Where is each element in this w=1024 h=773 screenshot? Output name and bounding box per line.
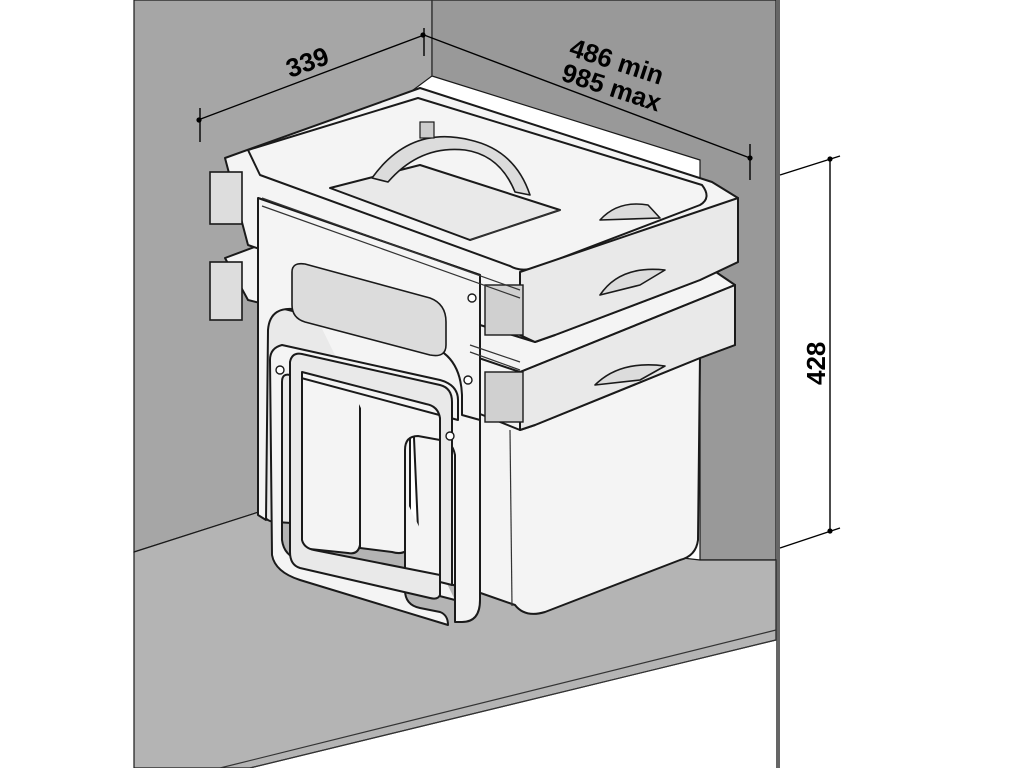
frame-screw-2 (463, 375, 473, 385)
frame-screw-3 (445, 431, 455, 441)
depth-dim-dot-left (196, 117, 202, 123)
height-dim-dot-bottom (827, 528, 833, 534)
upper-rail (261, 197, 521, 291)
cabinet-floor-front-edge-2 (219, 629, 777, 769)
cabinet-right-side (776, 0, 780, 768)
lower-tray-bracket (209, 261, 243, 321)
lower-tray-handle (594, 364, 666, 386)
upper-tray-handle-front (599, 203, 661, 221)
upper-rail-2 (261, 205, 521, 299)
large-bin-edge (509, 429, 513, 607)
cabinet-floor-front-edge (249, 560, 777, 769)
frame-screw-1 (467, 293, 477, 303)
upper-tray-bracket (209, 171, 243, 225)
front-frame-lower-opening (289, 352, 453, 600)
height-dim-label: 428 (801, 342, 831, 385)
lower-tray-rail-end (484, 371, 524, 423)
depth-dim-line (197, 34, 425, 121)
upper-tray-rail-end (484, 284, 524, 336)
upper-tray-divider (469, 209, 561, 241)
width-dim-dot-right (747, 155, 753, 161)
frame-screw-4 (275, 365, 285, 375)
lower-rail (469, 344, 521, 363)
upper-tray-front-face (519, 197, 739, 343)
pull-out-bin-unit (209, 87, 739, 626)
width-dim-line (423, 34, 751, 159)
height-dim-dot-top (827, 156, 833, 162)
depth-dim-dot-right (420, 32, 426, 38)
front-frame-handle-slot (291, 262, 447, 357)
upper-tray-handle-side (599, 268, 666, 296)
lower-rail-2 (469, 351, 521, 371)
upper-tray-clip (419, 121, 435, 139)
